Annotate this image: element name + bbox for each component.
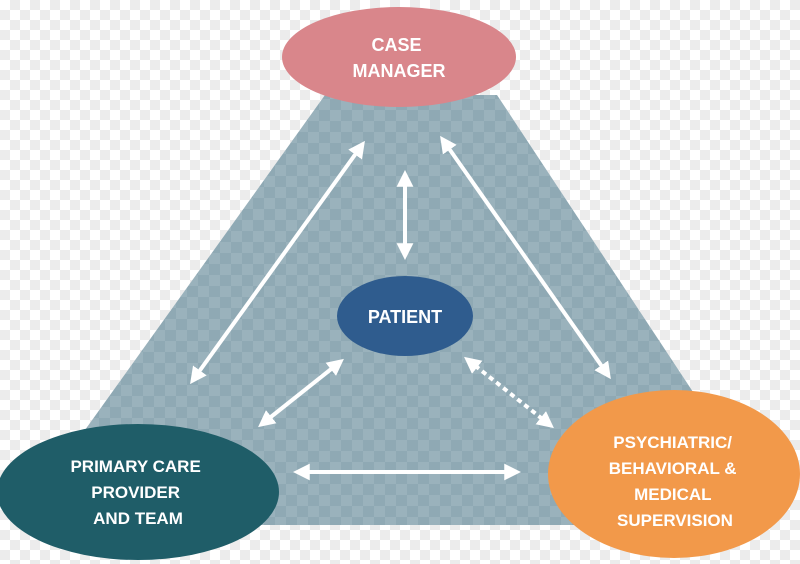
case-manager-label: CASE MANAGER: [353, 35, 446, 81]
arrow-patient-to-primary-care: [258, 358, 344, 428]
primary-care-label: PRIMARY CARE PROVIDER AND TEAM: [70, 457, 205, 528]
primary-care-label-line-1: PRIMARY CARE: [70, 457, 200, 476]
arrow-case-manager-to-psychiatric: [440, 135, 611, 380]
node-psychiatric: PSYCHIATRIC/ BEHAVIORAL & MEDICAL SUPERV…: [548, 390, 800, 558]
patient-ellipse: [337, 276, 473, 356]
psychiatric-label-line-3: MEDICAL: [634, 485, 711, 504]
psychiatric-label-line-4: SUPERVISION: [617, 511, 733, 530]
case-manager-label-line-1: CASE: [371, 35, 421, 55]
primary-care-label-line-2: PROVIDER: [91, 483, 180, 502]
case-manager-ellipse: [282, 7, 516, 107]
arrow-case-manager-to-primary-care: [190, 140, 365, 385]
psychiatric-ellipse: [548, 390, 800, 558]
arrows: [190, 135, 611, 481]
case-manager-label-line-2: MANAGER: [353, 61, 446, 81]
primary-care-ellipse: [0, 424, 279, 560]
node-primary-care: PRIMARY CARE PROVIDER AND TEAM: [0, 424, 279, 560]
node-patient: PATIENT: [337, 276, 473, 356]
patient-label-line-1: PATIENT: [368, 307, 442, 327]
psychiatric-label: PSYCHIATRIC/ BEHAVIORAL & MEDICAL SUPERV…: [609, 433, 742, 530]
psychiatric-label-line-2: BEHAVIORAL &: [609, 459, 737, 478]
patient-label: PATIENT: [368, 307, 442, 327]
primary-care-label-line-3: AND TEAM: [93, 509, 183, 528]
psychiatric-label-line-1: PSYCHIATRIC/: [613, 433, 732, 452]
node-case-manager: CASE MANAGER: [282, 7, 516, 107]
